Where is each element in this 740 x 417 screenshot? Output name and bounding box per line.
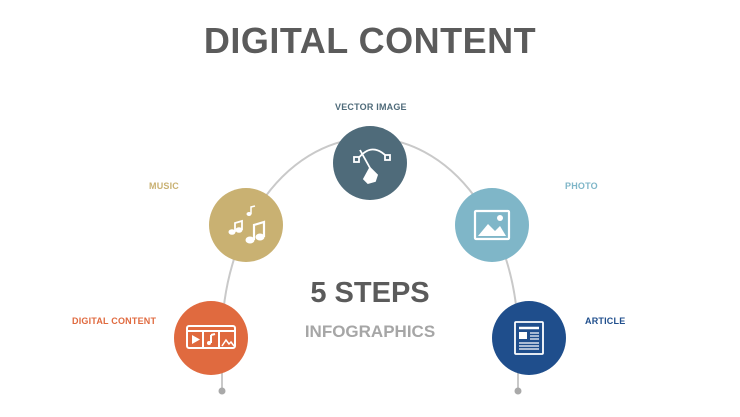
step-label-vector-image: VECTOR IMAGE: [335, 102, 407, 112]
arc-end-dot-right: [514, 387, 522, 395]
step-label-music: MUSIC: [149, 181, 179, 191]
page-title: DIGITAL CONTENT: [203, 20, 537, 61]
step-circle-vector-image: [333, 126, 407, 200]
center-subtitle: INFOGRAPHICS: [304, 322, 436, 341]
pen-tool-icon: [353, 148, 391, 185]
step-label-digital-content: DIGITAL CONTENT: [72, 316, 157, 326]
step-label-article: ARTICLE: [585, 316, 626, 326]
step-circle-article: [492, 301, 566, 375]
arc-end-dot-left: [218, 387, 226, 395]
step-circle-photo: [455, 188, 529, 262]
image-icon: [473, 209, 511, 241]
step-circle-digital-content: [174, 301, 248, 375]
music-notes-icon: [228, 205, 266, 244]
step-label-photo: PHOTO: [565, 181, 598, 191]
center-headline: 5 STEPS: [310, 277, 430, 309]
step-circle-music: [209, 188, 283, 262]
media-strip-icon: [186, 325, 236, 349]
article-icon: [514, 321, 544, 355]
